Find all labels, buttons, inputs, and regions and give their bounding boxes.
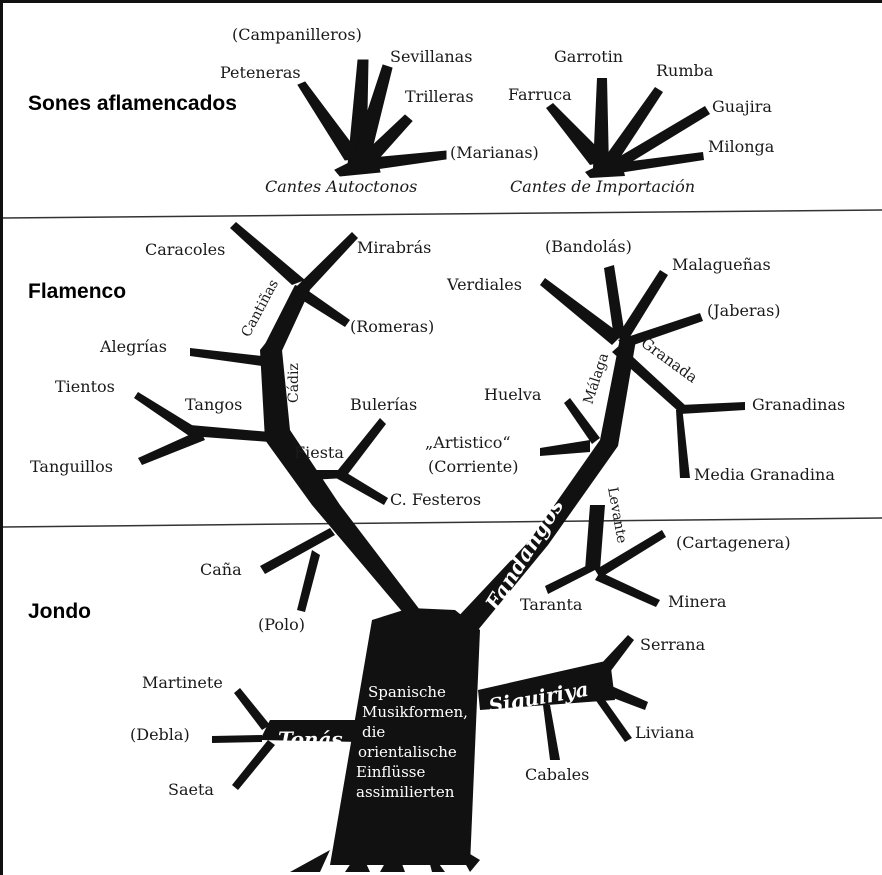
- label-serrana: Serrana: [640, 635, 706, 654]
- label-malaguenas: Malagueñas: [672, 255, 771, 274]
- label-martinete: Martinete: [142, 673, 223, 692]
- trunk-text-line-3: die: [362, 723, 385, 741]
- label-bandolas: (Bandolás): [545, 237, 632, 256]
- label-jaberas: (Jaberas): [707, 301, 781, 320]
- label-milonga: Milonga: [708, 137, 775, 156]
- trunk-text-line-2: Musikformen,: [362, 703, 468, 721]
- label-malaga: Málaga: [581, 351, 613, 406]
- label-corriente: (Corriente): [428, 457, 518, 476]
- label-cana: Caña: [200, 560, 242, 579]
- divider-top: [3, 210, 882, 218]
- label-levante: Levante: [604, 486, 630, 545]
- label-rumba: Rumba: [656, 61, 714, 80]
- trunk-text-line-6: assimilierten: [356, 783, 455, 801]
- label-fiesta: Fiesta: [294, 443, 344, 462]
- section-sones-aflamencados: Sones aflamencados: [28, 92, 237, 115]
- label-caracoles: Caracoles: [145, 240, 225, 259]
- label-trilleras: Trilleras: [405, 87, 474, 106]
- label-mirabras: Mirabrás: [357, 238, 431, 257]
- section-jondo: Jondo: [28, 600, 91, 623]
- label-garrotin: Garrotin: [554, 47, 623, 66]
- label-saeta: Saeta: [168, 780, 214, 799]
- label-cabales: Cabales: [525, 765, 589, 784]
- label-guajira: Guajira: [712, 97, 772, 116]
- section-flamenco: Flamenco: [28, 280, 126, 303]
- label-c-festeros: C. Festeros: [390, 490, 481, 509]
- label-farruca: Farruca: [508, 85, 572, 104]
- label-taranta: Taranta: [520, 595, 583, 614]
- label-campanilleros: (Campanilleros): [232, 25, 362, 44]
- label-romeras: (Romeras): [350, 317, 434, 336]
- label-cantes-importacion: Cantes de Importación: [510, 177, 695, 196]
- label-huelva: Huelva: [484, 385, 542, 404]
- label-cartagenera: (Cartagenera): [676, 533, 791, 552]
- trunk-text-line-5: Einflüsse: [356, 763, 425, 781]
- label-media-granadina: Media Granadina: [694, 465, 835, 484]
- label-polo: (Polo): [258, 615, 305, 634]
- label-minera: Minera: [668, 592, 727, 611]
- label-liviana: Liviana: [635, 723, 695, 742]
- tree-body: [134, 222, 745, 872]
- label-tanguillos: Tanguillos: [30, 457, 113, 476]
- label-alegrias: Alegrías: [99, 337, 167, 356]
- divider-bottom: [3, 518, 882, 527]
- label-cantes-autoctonos: Cantes Autoctonos: [265, 177, 417, 196]
- label-bulerias: Bulerías: [350, 395, 417, 414]
- fan-cantes-autoctonos: [298, 60, 446, 176]
- trunk-text-line-1: Spanische: [368, 683, 446, 701]
- label-tientos: Tientos: [55, 377, 115, 396]
- label-artistico: „Artistico“: [425, 433, 511, 452]
- label-cadiz: Cádiz: [286, 363, 302, 403]
- label-tonas: Tonás: [278, 727, 343, 751]
- label-debla: (Debla): [130, 725, 190, 744]
- label-peteneras: Peteneras: [220, 63, 301, 82]
- label-sevillanas: Sevillanas: [390, 47, 472, 66]
- label-verdiales: Verdiales: [446, 275, 522, 294]
- label-tangos: Tangos: [185, 395, 242, 414]
- label-marianas: (Marianas): [450, 143, 539, 162]
- trunk-text-line-4: orientalische: [358, 743, 457, 761]
- label-granadinas: Granadinas: [752, 395, 845, 414]
